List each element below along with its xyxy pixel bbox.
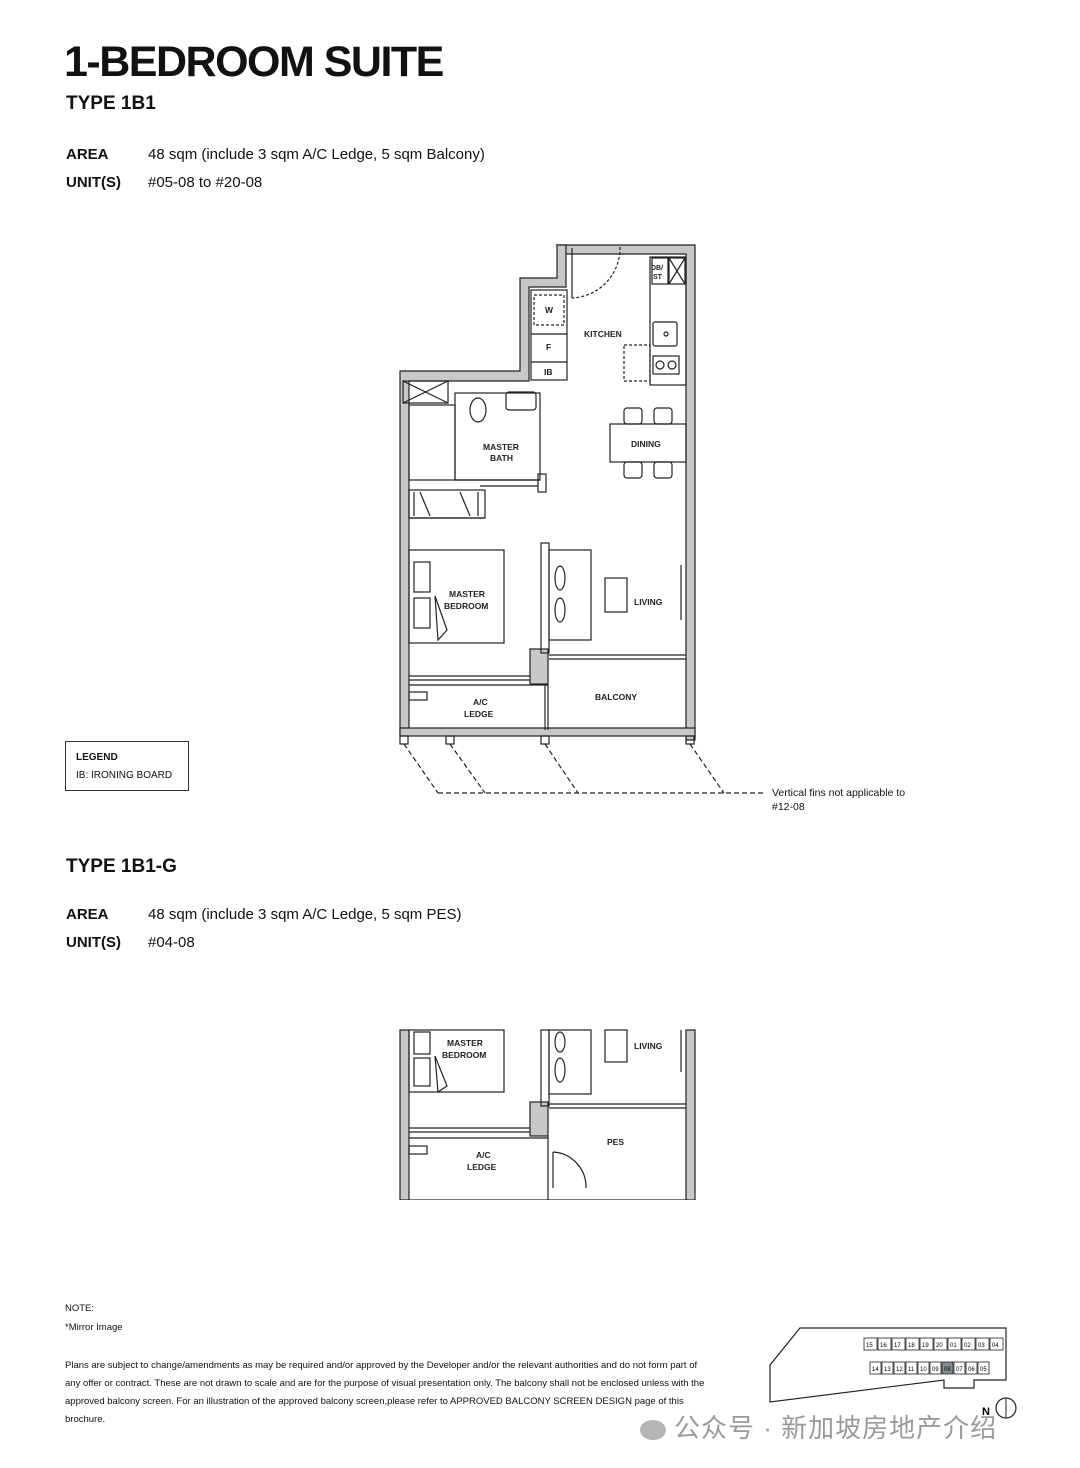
disclaimer-text: Plans are subject to change/amendments a…: [65, 1360, 705, 1425]
ironing-label: IB: [544, 367, 553, 377]
key-plan-unit-label: 17: [894, 1343, 901, 1349]
key-plan-unit-label: 03: [978, 1343, 985, 1349]
key-plan-unit-16: [877, 1337, 892, 1351]
area-value-g: 48 sqm (include 3 sqm A/C Ledge, 5 sqm P…: [148, 906, 462, 923]
fins-note-line-1: Vertical fins not applicable to: [772, 787, 906, 799]
key-plan-unit-17: [891, 1337, 906, 1351]
mirror-note: *Mirror Image: [65, 1322, 123, 1333]
key-plan-unit-label: 12: [896, 1367, 903, 1373]
washer-label: W: [545, 305, 554, 315]
dbst-label-1: DB/: [651, 265, 663, 272]
north-label: N: [982, 1406, 990, 1418]
type-1b1g-heading: TYPE 1B1-G: [66, 856, 177, 877]
key-plan-unit-label: 10: [920, 1367, 927, 1373]
master-bath-label-2: BATH: [490, 453, 513, 463]
key-plan-unit-label: 06: [968, 1367, 975, 1373]
key-plan-unit-06: [965, 1361, 978, 1375]
kitchen-label: KITCHEN: [584, 329, 622, 339]
key-plan-unit-05: [977, 1361, 990, 1375]
key-plan: 15 16 17 18 19 20 01 02 03 04 14 13 12 11 10 09 08 07 06 0…: [769, 1327, 1017, 1419]
living-label: LIVING: [634, 597, 663, 607]
key-plan-unit-label: 19: [922, 1343, 929, 1349]
g-ac-ledge-label-1: A/C: [476, 1150, 491, 1160]
key-plan-unit-label: 11: [908, 1367, 915, 1373]
legend-title: LEGEND: [76, 752, 118, 763]
master-bedroom-label-2: BEDROOM: [444, 601, 488, 611]
key-plan-unit-04: [989, 1337, 1004, 1351]
g-living-label: LIVING: [634, 1041, 663, 1051]
area-label-g: AREA: [66, 906, 109, 923]
key-plan-unit-15: [863, 1337, 878, 1351]
key-plan-unit-label: 13: [884, 1367, 891, 1373]
key-plan-unit-08: [941, 1361, 954, 1375]
key-plan-unit-20: [933, 1337, 948, 1351]
key-plan-unit-13: [881, 1361, 894, 1375]
key-plan-unit-11: [905, 1361, 918, 1375]
key-plan-unit-label: 08: [944, 1367, 951, 1373]
page-title: 1-BEDROOM SUITE: [64, 38, 444, 86]
note-heading: NOTE:: [65, 1303, 95, 1314]
dining-label: DINING: [631, 439, 661, 449]
master-bath-label-1: MASTER: [483, 442, 519, 452]
watermark: 公众号 · 新加坡房地产介绍: [640, 1408, 997, 1445]
key-plan-unit-09: [929, 1361, 942, 1375]
g-master-bedroom-label-1: MASTER: [447, 1038, 483, 1048]
key-plan-unit-label: 07: [956, 1367, 963, 1373]
key-plan-unit-12: [893, 1361, 906, 1375]
key-plan-unit-03: [975, 1337, 990, 1351]
key-plan-unit-label: 16: [880, 1343, 887, 1349]
key-plan-unit-07: [953, 1361, 966, 1375]
fins-note: Vertical fins not applicable to #12-08: [772, 786, 905, 814]
key-plan-unit-02: [961, 1337, 976, 1351]
key-plan-unit-label: 01: [950, 1343, 957, 1349]
key-plan-unit-label: 15: [866, 1343, 873, 1349]
key-plan-unit-label: 14: [872, 1367, 879, 1373]
key-plan-unit-label: 05: [980, 1367, 987, 1373]
legend-box: LEGEND IB: IRONING BOARD: [65, 741, 189, 791]
floor-plan-1b1: KITCHEN DINING LIVING BALCONY MASTER BAT…: [399, 244, 766, 794]
g-master-bedroom-label-2: BEDROOM: [442, 1050, 486, 1060]
g-ac-ledge-label-2: LEDGE: [467, 1162, 497, 1172]
wechat-icon: [640, 1420, 666, 1441]
master-bedroom-label-1: MASTER: [449, 589, 485, 599]
watermark-text: 公众号 · 新加坡房地产介绍: [674, 1413, 998, 1443]
area-label: AREA: [66, 146, 109, 163]
key-plan-unit-19: [919, 1337, 934, 1351]
key-plan-unit-label: 02: [964, 1343, 971, 1349]
key-plan-unit-01: [947, 1337, 962, 1351]
type-1b1-heading: TYPE 1B1: [66, 93, 156, 114]
area-value: 48 sqm (include 3 sqm A/C Ledge, 5 sqm B…: [148, 146, 485, 163]
fins-note-line-2: #12-08: [772, 801, 805, 813]
units-label-g: UNIT(S): [66, 934, 121, 951]
key-plan-unit-label: 20: [936, 1343, 943, 1349]
key-plan-unit-18: [905, 1337, 920, 1351]
pes-label: PES: [607, 1137, 624, 1147]
units-value: #05-08 to #20-08: [148, 174, 263, 191]
fridge-label: F: [546, 342, 551, 352]
key-plan-unit-14: [869, 1361, 882, 1375]
key-plan-unit-label: 09: [932, 1367, 939, 1373]
key-plan-top-units: 15 16 17 18 19 20 01 02 03 04: [863, 1337, 1004, 1351]
key-plan-bottom-units: 14 13 12 11 10 09 08 07 06 05: [869, 1361, 990, 1375]
ac-ledge-label-2: LEDGE: [464, 709, 494, 719]
units-value-g: #04-08: [148, 934, 195, 951]
units-label: UNIT(S): [66, 174, 121, 191]
balcony-label: BALCONY: [595, 692, 637, 702]
key-plan-unit-10: [917, 1361, 930, 1375]
dbst-label-2: ST: [653, 274, 663, 281]
key-plan-unit-label: 04: [992, 1343, 999, 1349]
floor-plan-1b1g: MASTER BEDROOM LIVING PES A/C LEDGE: [399, 1029, 696, 1200]
key-plan-unit-label: 18: [908, 1343, 915, 1349]
legend-item: IB: IRONING BOARD: [76, 770, 173, 781]
ac-ledge-label-1: A/C: [473, 697, 488, 707]
